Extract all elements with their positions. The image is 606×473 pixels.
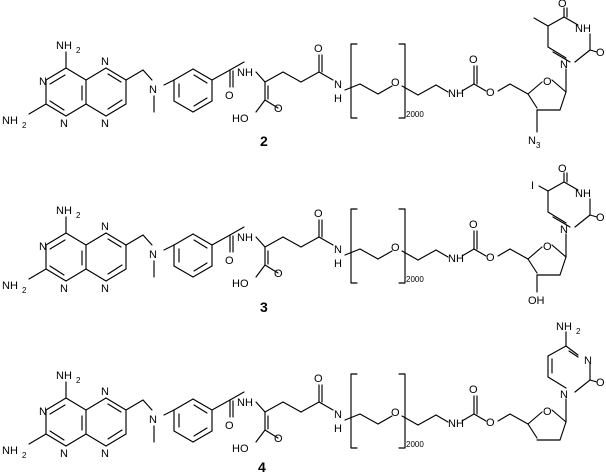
compound-label-4: 4: [258, 459, 266, 473]
compound-label-2: 2: [260, 133, 268, 149]
compound-4-labels: O N N O NH 2: [543, 321, 605, 418]
compound-4-structure: O N N O NH 2 4: [1, 321, 605, 473]
svg-text:O: O: [543, 406, 552, 418]
svg-text:I: I: [531, 180, 534, 192]
svg-text:N: N: [584, 355, 592, 367]
svg-text:OH: OH: [528, 295, 545, 307]
svg-text:O: O: [558, 163, 567, 175]
svg-text:NH: NH: [556, 321, 572, 333]
svg-text:NH: NH: [575, 188, 591, 200]
svg-text:O: O: [558, 0, 567, 10]
compound-3-structure: 2000 O N NH O O I OH 3: [1, 163, 605, 315]
svg-text:2: 2: [576, 327, 581, 336]
svg-text:O: O: [596, 377, 605, 389]
svg-text:N: N: [560, 389, 568, 401]
compound-label-3: 3: [260, 299, 268, 315]
svg-text:O: O: [596, 212, 605, 224]
svg-text:N: N: [560, 59, 568, 71]
svg-text:N: N: [528, 135, 536, 147]
svg-text:N: N: [560, 224, 568, 236]
compound-3-labels: O N NH O O I OH: [528, 163, 605, 307]
svg-text:O: O: [543, 76, 552, 88]
svg-text:O: O: [596, 47, 605, 59]
svg-text:O: O: [543, 241, 552, 253]
compound-2-labels: O N NH O O N 3: [528, 0, 605, 150]
compound-2-structure: O N NH O O N 3 2: [1, 0, 605, 150]
svg-text:NH: NH: [575, 23, 591, 35]
svg-text:3: 3: [536, 141, 541, 150]
